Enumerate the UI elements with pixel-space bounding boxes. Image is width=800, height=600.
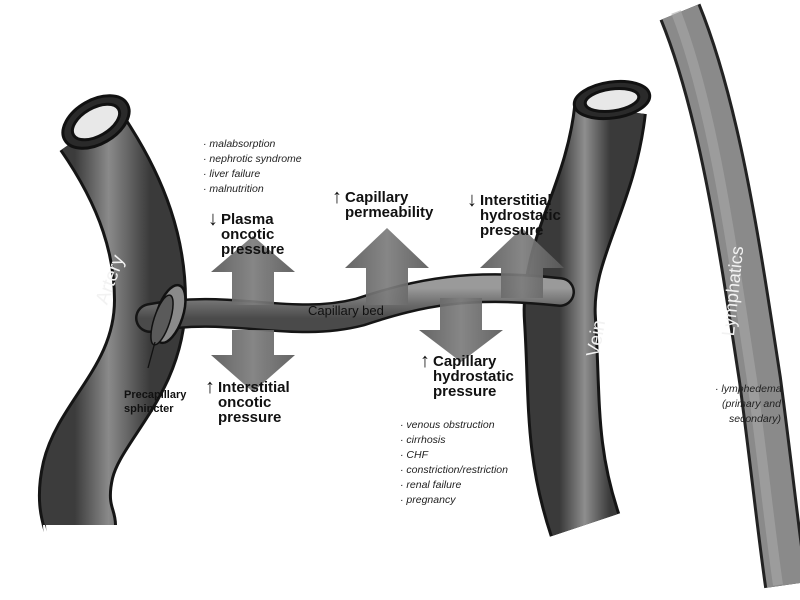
- arrow-interstitial-hydrostatic-up: [480, 228, 564, 298]
- list-item: secondary): [729, 413, 781, 425]
- capillary-hydrostatic-line3: pressure: [433, 383, 497, 400]
- plasma-oncotic-line1: Plasma: [221, 211, 274, 228]
- label-interstitial-hydrostatic-pressure: ↓ Interstitial hydrostatic pressure: [467, 189, 561, 239]
- vein-vessel: [522, 79, 652, 537]
- label-interstitial-oncotic-pressure: ↑ Interstitial oncotic pressure: [205, 376, 290, 426]
- arrow-left-double: [211, 236, 295, 392]
- capillary-bed-label: Capillary bed: [308, 303, 384, 318]
- arrow-capillary-hydrostatic-down: [419, 298, 503, 362]
- capillary-permeability-line1: Capillary: [345, 189, 409, 206]
- list-item: venous obstruction: [400, 418, 508, 433]
- precapillary-sphincter: [147, 283, 187, 369]
- sphincter-label: Precapillary sphincter: [124, 388, 186, 416]
- up-arrow-icon: ↑: [420, 350, 430, 372]
- capillary-hydrostatic-line2: hydrostatic: [433, 368, 514, 385]
- interstitial-hydrostatic-line3: pressure: [480, 222, 544, 239]
- arrow-permeability-up: [345, 228, 429, 305]
- causes-high-capillary-hydrostatic: venous obstruction cirrhosis CHF constri…: [400, 418, 508, 508]
- interstitial-hydrostatic-line2: hydrostatic: [480, 207, 561, 224]
- label-plasma-oncotic-pressure: ↓ Plasma oncotic pressure: [208, 208, 285, 258]
- causes-lymphatic: lymphedema (primary and secondary): [715, 382, 800, 427]
- list-item: pregnancy: [400, 493, 508, 508]
- list-item: malabsorption: [203, 137, 302, 152]
- list-item: (primary and: [722, 398, 781, 410]
- interstitial-oncotic-line2: oncotic: [218, 394, 272, 411]
- list-item: constriction/restriction: [400, 463, 508, 478]
- lymphatics-vessel: [659, 3, 800, 589]
- list-item: renal failure: [400, 478, 508, 493]
- capillary-hydrostatic-line1: Capillary: [433, 353, 497, 370]
- list-item: malnutrition: [203, 182, 302, 197]
- list-item: lymphedema: [715, 382, 800, 397]
- up-arrow-icon: ↑: [332, 186, 342, 208]
- down-arrow-icon: ↓: [467, 189, 477, 211]
- list-item: CHF: [400, 448, 508, 463]
- sphincter-label-line1: Precapillary: [124, 389, 187, 401]
- artery-vessel: [37, 94, 188, 534]
- capillary-permeability-line2: permeability: [345, 204, 434, 221]
- up-arrow-icon: ↑: [205, 376, 215, 398]
- sphincter-label-line2: sphincter: [124, 403, 174, 415]
- label-capillary-hydrostatic-pressure: ↑ Capillary hydrostatic pressure: [420, 350, 514, 400]
- list-item: nephrotic syndrome: [203, 152, 301, 167]
- list-item: cirrhosis: [400, 433, 508, 448]
- interstitial-oncotic-line3: pressure: [218, 409, 282, 426]
- plasma-oncotic-line2: oncotic: [221, 226, 275, 243]
- capillary-bed: [135, 273, 575, 334]
- interstitial-hydrostatic-line1: Interstitial: [480, 192, 552, 209]
- list-item: liver failure: [203, 167, 302, 182]
- interstitial-oncotic-line1: Interstitial: [218, 379, 290, 396]
- plasma-oncotic-line3: pressure: [221, 241, 285, 258]
- down-arrow-icon: ↓: [208, 208, 218, 230]
- causes-low-plasma-oncotic: malabsorption nephrotic syndrome liver f…: [203, 137, 302, 197]
- label-capillary-permeability: ↑ Capillary permeability: [332, 186, 434, 221]
